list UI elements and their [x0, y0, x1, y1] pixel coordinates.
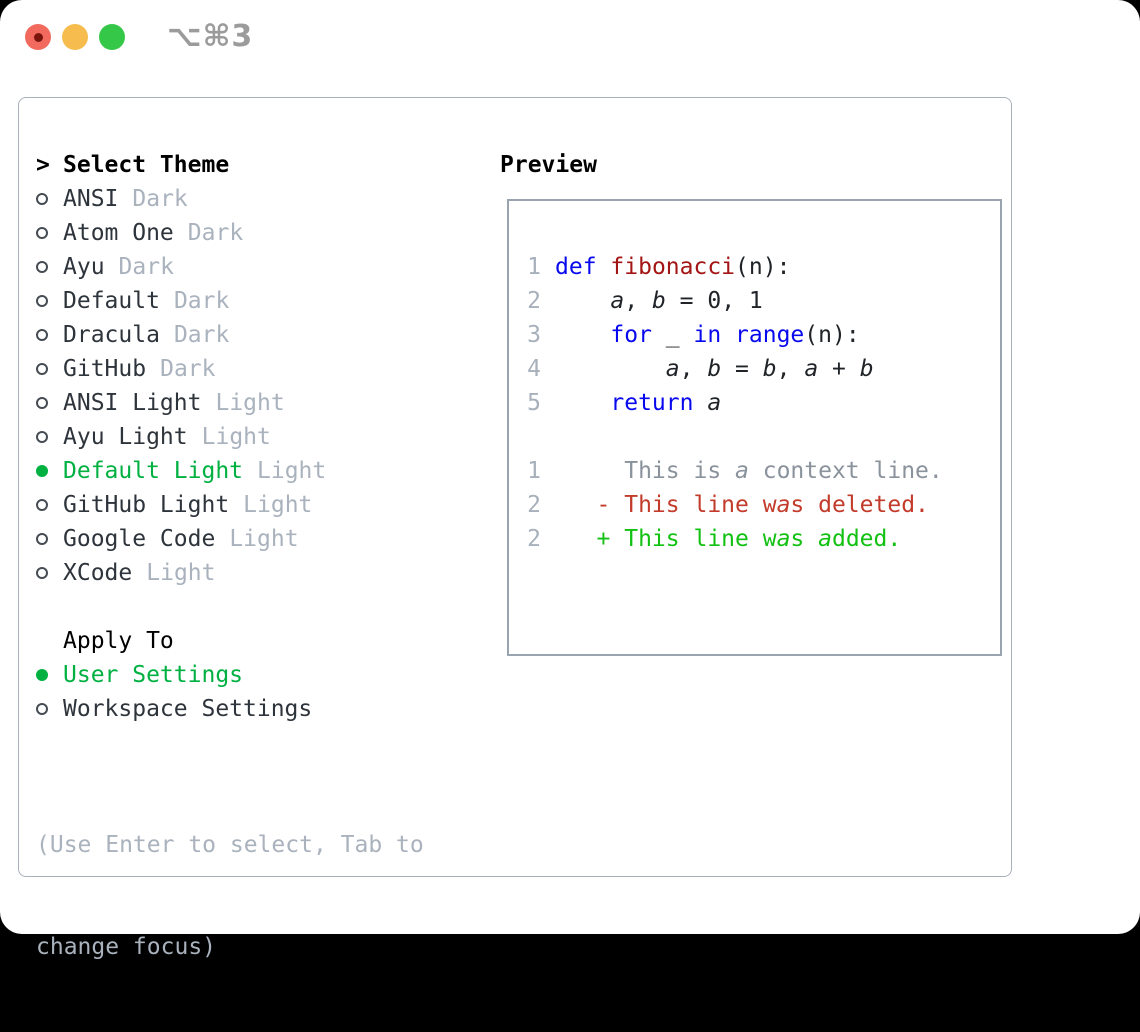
option-label: Ayu Light [63, 424, 188, 450]
code-line: 5 return a [527, 386, 1000, 420]
code-line: 2 a, b = 0, 1 [527, 284, 1000, 318]
radio-unselected-icon [36, 295, 52, 307]
radio-unselected-icon [36, 431, 52, 443]
code-content: This is a context line. [555, 458, 943, 484]
option-label: Atom One [63, 220, 174, 246]
code-line: 1 This is a context line. [527, 454, 1000, 488]
radio-option-row[interactable]: GitHub Light Light [36, 488, 424, 522]
line-number: 2 [527, 492, 541, 518]
window-shortcut-label: ⌥⌘3 [167, 19, 254, 54]
code-line [527, 420, 1000, 454]
option-variant-label: Light [201, 424, 271, 450]
radio-unselected-icon [36, 499, 52, 511]
option-label: User Settings [63, 662, 244, 688]
option-variant-label: Dark [160, 356, 216, 382]
radio-unselected-icon [36, 363, 52, 375]
radio-option-row[interactable]: ANSI Light Light [36, 386, 424, 420]
code-content: a, b = 0, 1 [610, 288, 763, 314]
code-content: - This line was deleted. [596, 492, 929, 518]
radio-option-row[interactable]: Default Light Light [36, 454, 424, 488]
radio-selected-icon [36, 669, 52, 681]
option-label: XCode [63, 560, 133, 586]
radio-option-row[interactable]: Ayu Dark [36, 250, 424, 284]
line-number: 2 [527, 526, 541, 552]
option-variant-label: Light [146, 560, 216, 586]
radio-option-row[interactable]: Workspace Settings [36, 692, 424, 726]
code-content: a, b = b, a + b [665, 356, 874, 382]
code-content: return a [610, 390, 722, 416]
code-line: 3 for _ in range(n): [527, 318, 1000, 352]
radio-unselected-icon [36, 703, 52, 715]
option-label: Default [63, 288, 160, 314]
option-label: GitHub Light [63, 492, 230, 518]
radio-option-row[interactable]: XCode Light [36, 556, 424, 590]
radio-option-row[interactable]: Default Dark [36, 284, 424, 318]
option-variant-label: Dark [173, 322, 230, 348]
traffic-light-zoom-button[interactable] [99, 24, 125, 50]
line-number: 3 [527, 322, 541, 348]
line-number: 1 [527, 458, 541, 484]
traffic-light-close-button[interactable] [25, 24, 51, 50]
radio-option-row[interactable]: GitHub Dark [36, 352, 424, 386]
code-content: def fibonacci(n): [555, 254, 791, 280]
option-label: Default Light [63, 458, 244, 484]
option-label: GitHub [63, 356, 147, 382]
line-number: 2 [527, 288, 541, 314]
option-variant-label: Light [229, 526, 299, 552]
select-theme-title: Select Theme [63, 152, 230, 178]
radio-unselected-icon [36, 227, 52, 239]
line-number: 1 [527, 254, 541, 280]
option-variant-label: Light [215, 390, 285, 416]
option-label: ANSI [63, 186, 119, 212]
cursor-icon: > [36, 152, 50, 178]
code-line: 4 a, b = b, a + b [527, 352, 1000, 386]
radio-unselected-icon [36, 193, 52, 205]
code-content: + This line was added. [596, 526, 902, 552]
help-text-line2: change focus) [36, 934, 217, 960]
option-variant-label: Light [257, 458, 327, 484]
radio-option-row[interactable]: Dracula Dark [36, 318, 424, 352]
radio-unselected-icon [36, 261, 52, 273]
help-text-line1: (Use Enter to select, Tab to [36, 832, 424, 858]
code-line: 2 - This line was deleted. [527, 488, 1000, 522]
option-variant-label: Dark [118, 254, 174, 280]
radio-unselected-icon [36, 397, 52, 409]
radio-option-row[interactable]: ANSI Dark [36, 182, 424, 216]
close-dot-icon [33, 32, 43, 42]
code-content: for _ in range(n): [610, 322, 860, 348]
radio-unselected-icon [36, 329, 52, 341]
radio-option-row[interactable]: Ayu Light Light [36, 420, 424, 454]
option-variant-label: Dark [173, 288, 230, 314]
radio-option-row[interactable]: Atom One Dark [36, 216, 424, 250]
option-variant-label: Dark [132, 186, 188, 212]
traffic-light-minimize-button[interactable] [62, 24, 88, 50]
radio-unselected-icon [36, 533, 52, 545]
option-label: Google Code [63, 526, 216, 552]
option-label: Dracula [63, 322, 160, 348]
option-label: Ayu [63, 254, 105, 280]
select-theme-header: > Select Theme [36, 148, 424, 182]
code-line: 2 + This line was added. [527, 522, 1000, 556]
apply-to-title: Apply To [63, 628, 174, 654]
option-variant-label: Light [243, 492, 313, 518]
help-text: (Use Enter to select, Tab to change focu… [36, 760, 424, 1032]
preview-title: Preview [500, 152, 597, 178]
option-label: Workspace Settings [63, 696, 313, 722]
line-number: 5 [527, 390, 541, 416]
option-label: ANSI Light [63, 390, 202, 416]
option-variant-label: Dark [187, 220, 244, 246]
radio-option-row[interactable]: User Settings [36, 658, 424, 692]
radio-selected-icon [36, 465, 52, 477]
radio-unselected-icon [36, 567, 52, 579]
radio-option-row[interactable]: Google Code Light [36, 522, 424, 556]
line-number: 4 [527, 356, 541, 382]
code-line: 1 def fibonacci(n): [527, 250, 1000, 284]
